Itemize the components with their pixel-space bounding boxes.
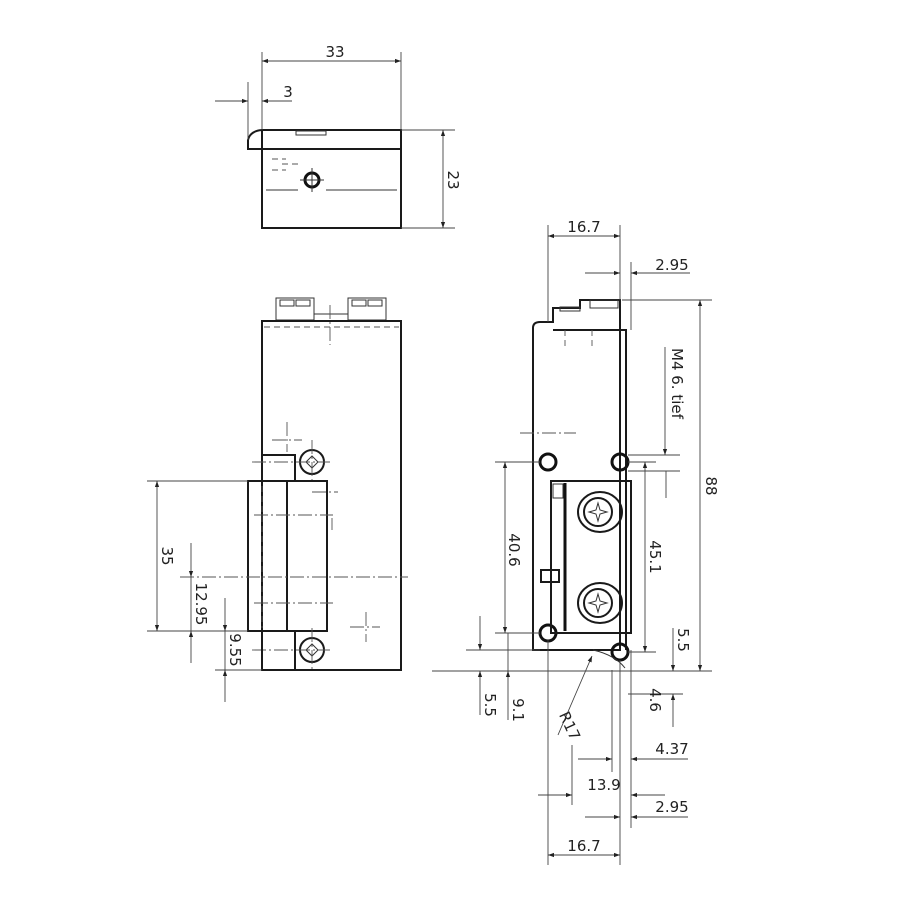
dim-2-95-bottom: 2.95 — [655, 798, 688, 816]
dim-23: 23 — [444, 170, 462, 189]
strike-latch — [247, 480, 288, 632]
dim-16-7-bottom: 16.7 — [567, 837, 600, 855]
top-view: 33 3 23 — [215, 43, 462, 229]
dim-9-1: 9.1 — [509, 698, 527, 722]
phillips-screw-icon — [577, 582, 623, 624]
front-view-body — [261, 320, 402, 671]
top-view-body — [261, 129, 402, 229]
dim-40-6: 40.6 — [505, 533, 523, 566]
dim-2-95-top: 2.95 — [655, 256, 688, 274]
hole-icon — [538, 452, 558, 472]
dim-5-5-right: 5.5 — [674, 628, 692, 652]
dim-4-37: 4.37 — [655, 740, 688, 758]
dim-13-9: 13.9 — [587, 776, 620, 794]
thread-note: M4 6. tief — [668, 348, 686, 420]
dim-3: 3 — [283, 83, 293, 101]
side-view-body — [532, 299, 621, 651]
dim-16-7-top: 16.7 — [567, 218, 600, 236]
dim-33: 33 — [325, 43, 344, 61]
dim-r17: R17 — [555, 709, 584, 743]
front-view: 35 12.95 9.55 — [147, 297, 408, 702]
dim-35: 35 — [158, 546, 176, 565]
dim-5-5-left: 5.5 — [481, 693, 499, 717]
dim-4-6: 4.6 — [646, 688, 664, 712]
phillips-screw-icon — [577, 491, 623, 533]
dim-9-55: 9.55 — [226, 633, 244, 666]
dim-88: 88 — [702, 476, 720, 495]
dim-45-1: 45.1 — [646, 540, 664, 573]
side-view: 16.7 2.95 M4 6. tief 88 40.6 45.1 5.5 — [432, 218, 720, 865]
dim-12-95: 12.95 — [192, 583, 210, 626]
